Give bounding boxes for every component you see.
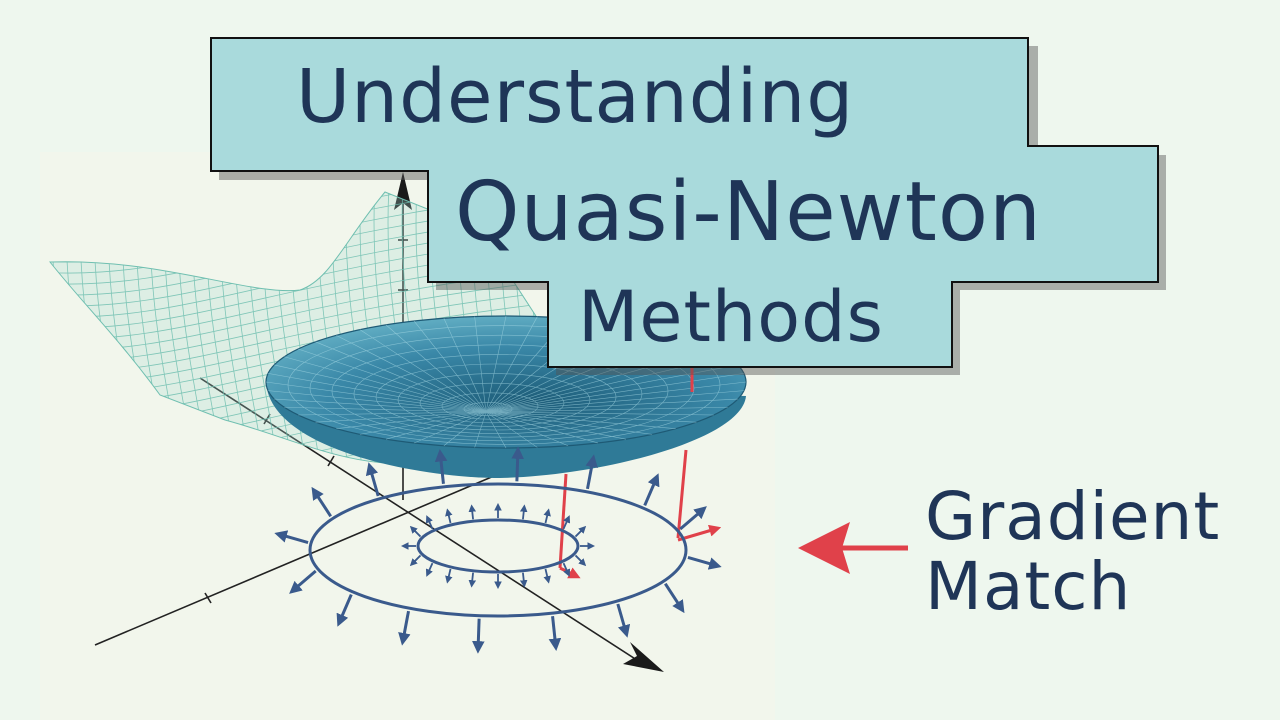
- gradient-match-label: Gradient Match: [925, 482, 1220, 622]
- title-banner: Understanding Quasi-Newton Methods: [210, 37, 1166, 375]
- gradient-arrow-icon: [616, 603, 631, 638]
- projection-lines: [558, 368, 694, 569]
- gradient-arrow-icon: [574, 554, 587, 567]
- title-line-1: Understanding: [296, 54, 855, 140]
- gradient-arrow-icon: [562, 515, 571, 530]
- inner-contour: [416, 518, 580, 574]
- gradient-arrow-icon: [664, 582, 685, 614]
- gradient-arrow-icon: [425, 562, 434, 577]
- gradient-arrow-icon: [679, 506, 707, 531]
- gradient-arrow-icon: [409, 554, 422, 567]
- y-axis-arrow-icon: [623, 642, 664, 672]
- title-box: [210, 37, 1166, 375]
- gradient-match-line-1: Gradient: [925, 478, 1221, 555]
- gradient-arrow-icon: [687, 555, 722, 570]
- y-axis: [199, 377, 641, 663]
- title-line-3: Methods: [578, 276, 885, 358]
- gradient-arrow-icon: [585, 454, 598, 490]
- gradient-arrow-icon: [409, 525, 422, 538]
- red-pointer-arrow-icon: [798, 522, 908, 574]
- gradient-arrow-icon: [336, 593, 353, 627]
- gradient-arrow-icon: [445, 508, 453, 524]
- inner-gradient-arrows: [400, 502, 596, 590]
- gradient-arrow-icon: [548, 616, 562, 652]
- gradient-arrow-icon: [445, 568, 453, 584]
- title-line-2: Quasi-Newton: [455, 165, 1043, 260]
- gradient-arrow-icon: [468, 572, 477, 588]
- axis-ticks: [204, 239, 408, 604]
- gradient-arrow-icon: [274, 530, 309, 545]
- gradient-arrow-icon: [365, 462, 380, 497]
- gradient-arrow-icon: [311, 486, 332, 518]
- gradient-arrow-icon: [511, 446, 524, 482]
- gradient-arrow-icon: [468, 504, 477, 520]
- gradient-arrow-icon: [543, 508, 551, 524]
- gradient-arrow-icon: [434, 448, 448, 484]
- gradient-arrow-icon: [289, 569, 317, 594]
- gradient-arrow-icon: [643, 473, 660, 507]
- outer-gradient-arrows: [274, 446, 722, 654]
- gradient-arrow-icon: [398, 610, 411, 646]
- x-axis: [94, 447, 561, 646]
- gradient-arrow-icon: [472, 618, 485, 654]
- gradient-match-line-2: Match: [925, 548, 1132, 625]
- gradient-arrow-icon: [519, 504, 528, 520]
- gradient-arrow-icon: [574, 525, 587, 538]
- outer-contour: [308, 482, 688, 618]
- gradient-arrow-icon: [519, 572, 528, 588]
- gradient-arrow-icon: [543, 568, 551, 584]
- gradient-arrow-icon: [425, 515, 434, 530]
- red-gradient-arrows: [559, 524, 722, 579]
- gradient-arrow-icon: [562, 562, 571, 577]
- contour-ellipses: [308, 482, 688, 618]
